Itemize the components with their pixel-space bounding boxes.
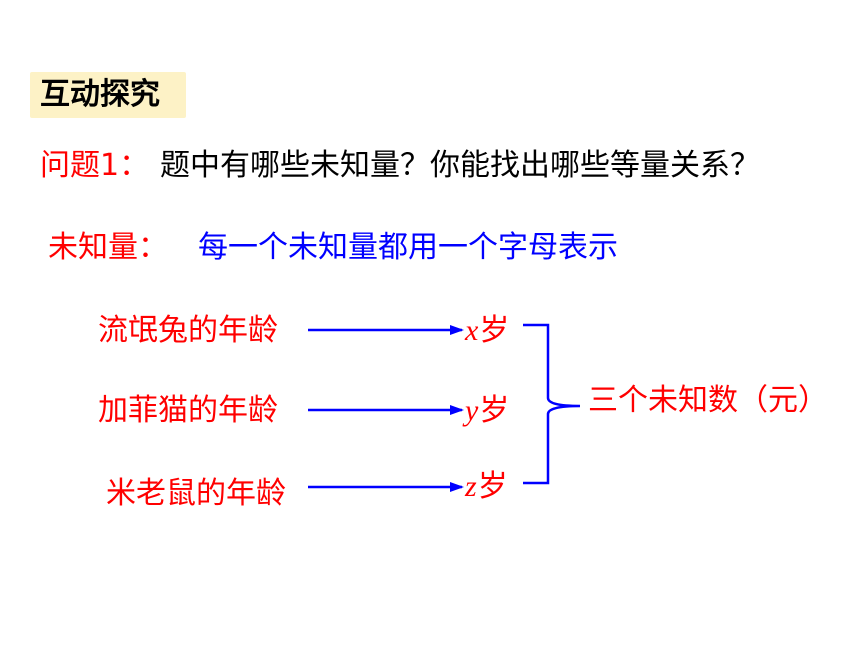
variable-symbol: x xyxy=(465,314,479,347)
right-brace xyxy=(523,323,581,485)
variable-label-2: y岁 xyxy=(465,391,509,431)
item-name-2: 加菲猫的年龄 xyxy=(98,393,278,428)
variable-unit: 岁 xyxy=(477,469,508,504)
variable-symbol: y xyxy=(465,394,479,427)
variable-unit: 岁 xyxy=(479,313,510,348)
variable-unit: 岁 xyxy=(479,393,510,428)
question-text: 题中有哪些未知量？你能找出哪些等量关系？ xyxy=(160,148,760,183)
page-title: 互动探究 xyxy=(40,77,160,112)
unknowns-text: 每一个未知量都用一个字母表示 xyxy=(198,230,618,265)
variable-label-3: z岁 xyxy=(465,467,508,507)
item-name-1: 流氓兔的年龄 xyxy=(98,313,278,348)
summary-text: 三个未知数（元） xyxy=(588,383,828,418)
question-label: 问题1： xyxy=(40,148,150,183)
title-background xyxy=(30,72,186,118)
variable-label-1: x岁 xyxy=(465,311,509,351)
variable-symbol: z xyxy=(465,470,477,503)
item-name-3: 米老鼠的年龄 xyxy=(106,476,286,511)
unknowns-label: 未知量： xyxy=(48,230,168,265)
